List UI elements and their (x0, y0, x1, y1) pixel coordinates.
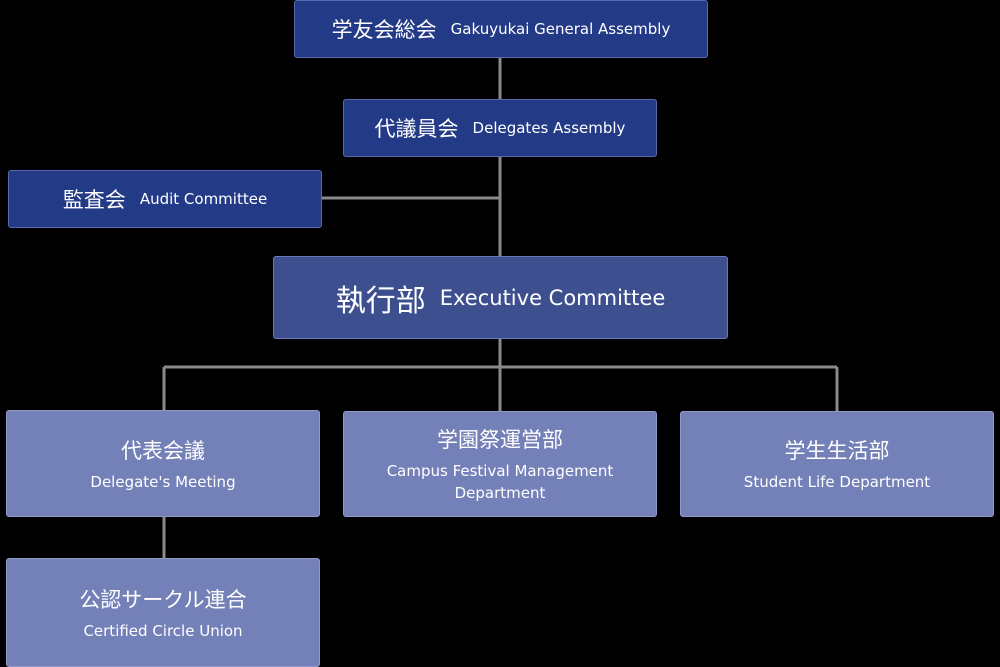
general-assembly-jp-label: 学友会総会 (331, 18, 437, 42)
certified-circle-box: 公認サークル連合 Certified Circle Union (6, 558, 320, 667)
delegates-meeting-en-label: Delegate's Meeting (90, 472, 236, 491)
audit-committee-en-label: Audit Committee (139, 190, 268, 208)
campus-festival-jp-label: 学園祭運営部 (437, 428, 563, 452)
delegates-assembly-box: 代議員会 Delegates Assembly (343, 99, 657, 157)
student-life-en-label: Student Life Department (743, 473, 931, 491)
executive-committee-en-label: Executive Committee (439, 285, 666, 310)
student-life-jp-label: 学生生活部 (784, 439, 890, 463)
delegates-assembly-en-label: Delegates Assembly (472, 119, 626, 137)
delegates-meeting-box: 代表会議 Delegate's Meeting (6, 410, 320, 517)
executive-committee-box: 執行部 Executive Committee (273, 256, 728, 339)
certified-circle-jp-label: 公認サークル連合 (79, 587, 247, 612)
audit-committee-jp-label: 監査会 (62, 188, 126, 212)
delegates-meeting-jp-label: 代表会議 (121, 438, 205, 463)
delegates-assembly-jp-label: 代議員会 (374, 117, 459, 141)
certified-circle-en-label: Certified Circle Union (83, 621, 243, 640)
audit-committee-box: 監査会 Audit Committee (8, 170, 322, 228)
campus-festival-box: 学園祭運営部 Campus Festival Management Depart… (343, 411, 657, 517)
campus-festival-en-label: Campus Festival Management Department (386, 462, 614, 502)
general-assembly-box: 学友会総会 Gakuyukai General Assembly (294, 0, 708, 58)
student-life-box: 学生生活部 Student Life Department (680, 411, 994, 517)
general-assembly-en-label: Gakuyukai General Assembly (450, 20, 671, 38)
executive-committee-jp-label: 執行部 (335, 283, 426, 319)
